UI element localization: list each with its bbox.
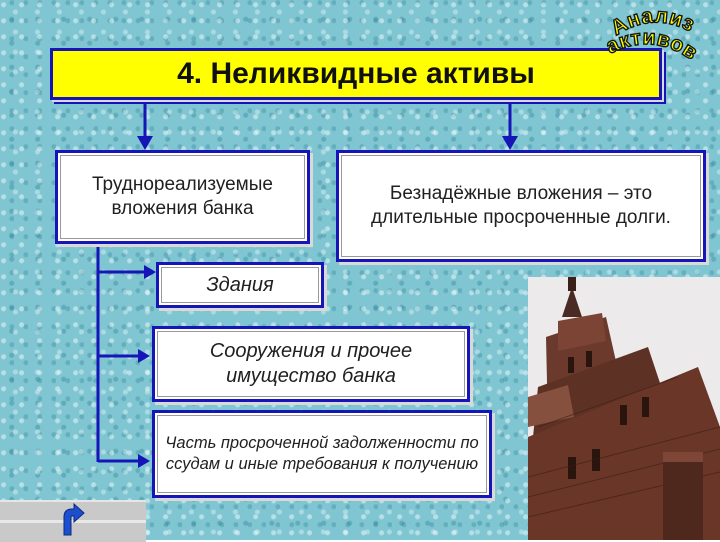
navigation-bar <box>0 500 146 542</box>
bad-investments-box: Безнадёжные вложения – это длительные пр… <box>336 150 706 262</box>
illiquid-investments-text: Труднореализуемые вложения банка <box>92 174 273 219</box>
item-structures: Сооружения и прочее имущество банка <box>152 326 470 402</box>
return-button[interactable] <box>58 502 88 537</box>
item-buildings: Здания <box>156 262 324 308</box>
slide-title-box: 4. Неликвидные активы <box>50 48 662 100</box>
illiquid-investments-box: Труднореализуемые вложения банка <box>55 150 310 244</box>
item-overdue-debt: Часть просроченной задолженности по ссуд… <box>152 410 492 498</box>
tower-photo <box>528 277 720 540</box>
item-buildings-text: Здания <box>206 273 274 296</box>
item-overdue-debt-text: Часть просроченной задолженности по ссуд… <box>165 434 479 473</box>
slide-title: 4. Неликвидные активы <box>177 57 535 90</box>
return-arrow-icon <box>63 502 85 536</box>
bad-investments-text: Безнадёжные вложения – это длительные пр… <box>371 183 671 228</box>
analysis-stamp: Анализ активов <box>602 8 702 65</box>
tower-illustration <box>528 277 720 540</box>
item-structures-text: Сооружения и прочее имущество банка <box>209 340 413 387</box>
